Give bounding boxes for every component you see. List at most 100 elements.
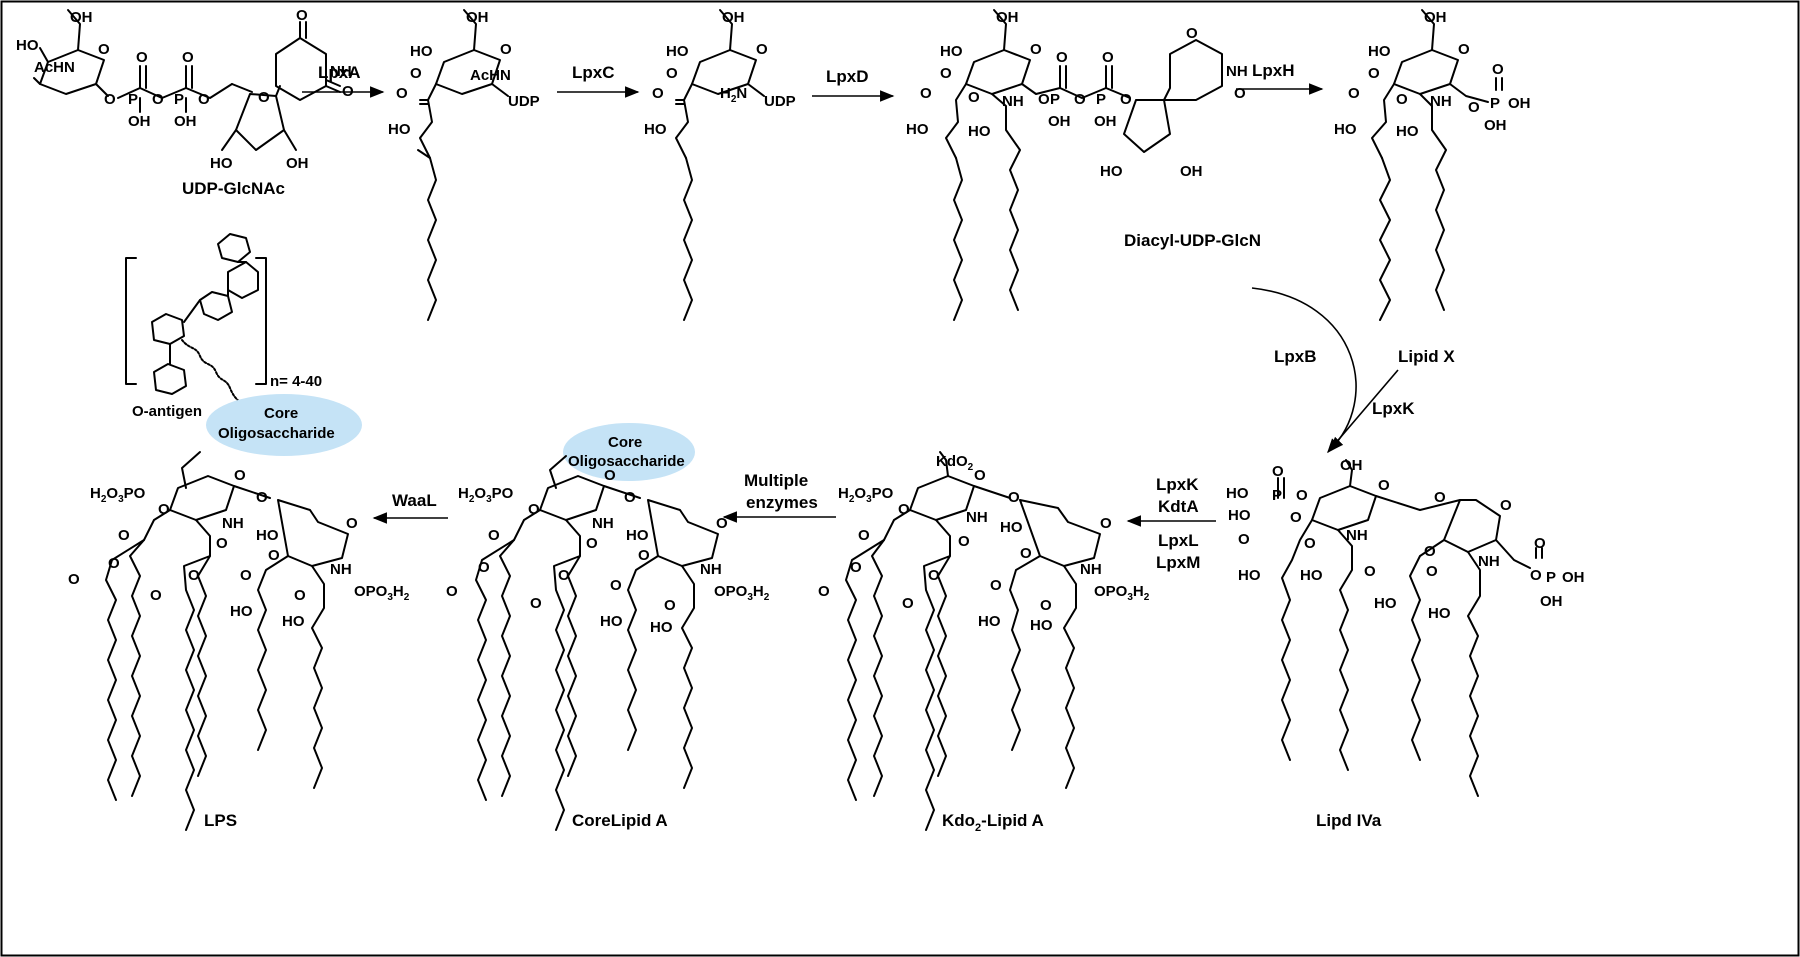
atom-o: O	[1364, 563, 1376, 580]
core-oligo-line1-middle: Core	[608, 434, 642, 451]
atom-o: O	[1534, 535, 1546, 552]
atom-p: P	[128, 91, 138, 108]
atom-o: O	[558, 567, 570, 584]
atom-oh: OH	[1340, 457, 1363, 474]
atom-nh: NH	[1430, 93, 1452, 110]
atom-h2o3p: H2O3PO	[90, 485, 146, 505]
atom-o: O	[410, 65, 422, 82]
atom-o: O	[958, 533, 970, 550]
atom-o: O	[188, 567, 200, 584]
atom-ho: HO	[666, 43, 689, 60]
atom-ho: HO	[650, 619, 673, 636]
atom-o: O	[1100, 515, 1112, 532]
atom-o: O	[234, 467, 246, 484]
atom-o: O	[940, 65, 952, 82]
atom-oh: OH	[128, 113, 151, 130]
atom-o: O	[1186, 25, 1198, 42]
label-lps: LPS	[204, 811, 237, 830]
atom-ho: HO	[230, 603, 253, 620]
atom-ho: HO	[1300, 567, 1323, 584]
label-diacyl-udp-glcn: Diacyl-UDP-GlcN	[1124, 231, 1261, 250]
atom-nh: NH	[222, 515, 244, 532]
core-oligo-line2-left: Oligosaccharide	[218, 425, 335, 442]
lipid-x-structure: OH HO O O NH O O HO HO O P O OH OH Lipid…	[1334, 9, 1531, 366]
enzyme-lpxa: LpxA	[318, 63, 361, 82]
atom-ho: HO	[256, 527, 279, 544]
core-oligo-line2-middle: Oligosaccharide	[568, 453, 685, 470]
atom-o: O	[150, 587, 162, 604]
atom-o: O	[756, 41, 768, 58]
atom-h2o3p: H2O3PO	[458, 485, 514, 505]
label-kdo2-lipid-a: Kdo2-Lipid A	[942, 811, 1044, 834]
atom-oh: OH	[70, 9, 93, 26]
atom-o: O	[664, 597, 676, 614]
lipid-iva-structure: OH O HO P O HO O O O O NH O NH O O O O O…	[1226, 457, 1585, 830]
atom-o: O	[898, 501, 910, 518]
atom-o: O	[624, 489, 636, 506]
atom-o: O	[1290, 509, 1302, 526]
atom-o: O	[182, 49, 194, 66]
atom-o: O	[1500, 497, 1512, 514]
label-lipid-iva: Lipd IVa	[1316, 811, 1382, 830]
acyl-udp-glcnac-structure: OH HO O O AcHN O UDP HO	[388, 9, 540, 321]
o-antigen-structure: n= 4-40 O-antigen	[125, 233, 322, 420]
atom-oh: OH	[1180, 163, 1203, 180]
atom-o: O	[1426, 563, 1438, 580]
enzyme-lpxl: LpxL	[1158, 531, 1199, 550]
atom-ho: HO	[210, 155, 233, 172]
diacyl-udp-glcn-structure: OH HO O O NH O O HO HO O P O P O O O OH …	[906, 9, 1261, 321]
atom-oh: OH	[174, 113, 197, 130]
atom-o: O	[818, 583, 830, 600]
atom-p: P	[1050, 91, 1060, 108]
atom-o: O	[968, 89, 980, 106]
atom-o: O	[1458, 41, 1470, 58]
atom-ho: HO	[600, 613, 623, 630]
atom-o: O	[1396, 91, 1408, 108]
atom-o: O	[530, 595, 542, 612]
atom-o: O	[1424, 543, 1436, 560]
atom-o: O	[1304, 535, 1316, 552]
atom-o: O	[216, 535, 228, 552]
enzyme-lpxd: LpxD	[826, 67, 869, 86]
atom-ho: HO	[1030, 617, 1053, 634]
enzyme-lpxc: LpxC	[572, 63, 615, 82]
atom-p: P	[1490, 95, 1500, 112]
atom-ho: HO	[1368, 43, 1391, 60]
atom-o: O	[258, 89, 270, 106]
atom-o: O	[1468, 99, 1480, 116]
atom-o: O	[666, 65, 678, 82]
atom-achn: AcHN	[34, 59, 75, 76]
atom-ho: HO	[1334, 121, 1357, 138]
atom-o: O	[68, 571, 80, 588]
acyl-udp-glcn-structure: OH HO O O H2N O UDP HO	[644, 9, 796, 321]
atom-oh: OH	[722, 9, 745, 26]
atom-ho: HO	[1396, 123, 1419, 140]
atom-o: O	[1102, 49, 1114, 66]
core-lipid-a-structure: Core Oligosaccharide H2O3PO O O O NH HO …	[446, 423, 770, 831]
enzyme-lpxb: LpxB	[1274, 347, 1317, 366]
core-oligosaccharide-ellipse-left	[206, 394, 362, 456]
atom-nh: NH	[700, 561, 722, 578]
atom-o: O	[488, 527, 500, 544]
atom-oh: OH	[1484, 117, 1507, 134]
atom-ho: HO	[1238, 567, 1261, 584]
arrow-lpxk-top	[1327, 369, 1399, 454]
atom-nh: NH	[1226, 63, 1248, 80]
atom-oh: OH	[996, 9, 1019, 26]
atom-o: O	[850, 559, 862, 576]
core-oligo-line1-left: Core	[264, 405, 298, 422]
atom-oh: OH	[1562, 569, 1585, 586]
atom-o: O	[396, 85, 408, 102]
atom-oh: OH	[1508, 95, 1531, 112]
atom-nh: NH	[1346, 527, 1368, 544]
atom-o: O	[118, 527, 130, 544]
atom-ho: HO	[282, 613, 305, 630]
atom-o: O	[98, 41, 110, 58]
enzyme-lpxm: LpxM	[1156, 553, 1200, 572]
atom-h2n: H2N	[720, 85, 747, 105]
atom-kdo2: KdO2	[936, 453, 974, 473]
atom-h2o3p: H2O3PO	[838, 485, 894, 505]
atom-o: O	[610, 577, 622, 594]
lps-structure: Core Oligosaccharide H2O3PO O O O NH HO …	[68, 394, 410, 831]
